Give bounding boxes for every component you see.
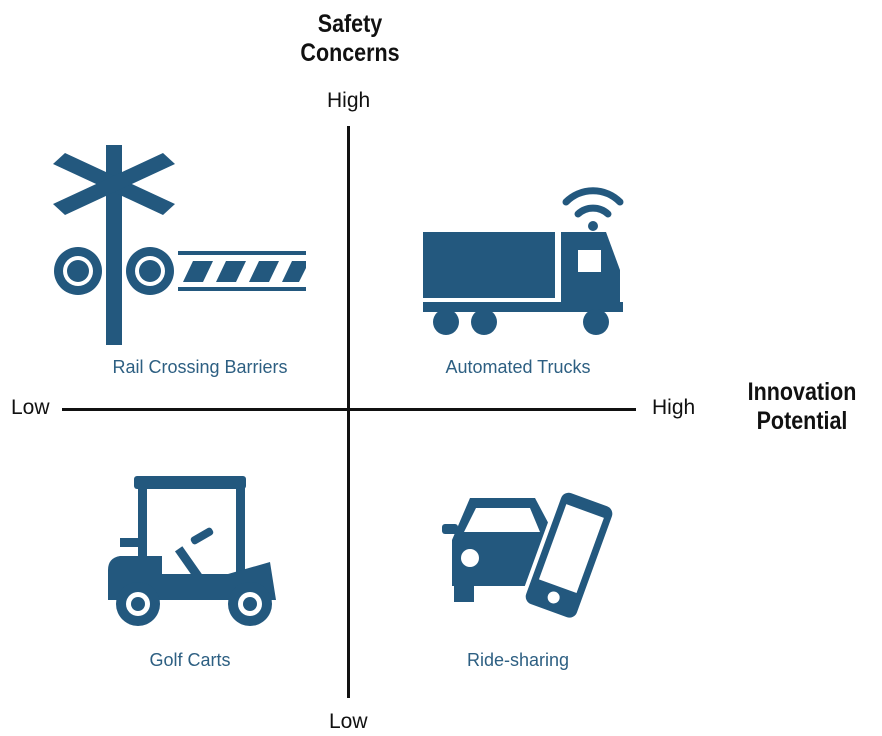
- x-axis-line: [62, 408, 636, 411]
- x-axis-title-line2: Potential: [756, 407, 848, 435]
- automated-truck-icon: [423, 187, 624, 335]
- y-axis-high-label: High: [327, 89, 371, 112]
- quadrant-label-ride-sharing: Ride-sharing: [466, 650, 570, 670]
- y-axis-title: Safety Concerns: [273, 10, 428, 68]
- x-axis-title-line1: Innovation: [747, 378, 857, 406]
- golf-cart-icon: [108, 476, 276, 626]
- quadrant-label-rail-crossing: Rail Crossing Barriers: [112, 357, 288, 377]
- y-axis-line: [347, 126, 350, 698]
- quadrant-label-automated-trucks: Automated Trucks: [445, 357, 591, 377]
- rail-crossing-icon: [53, 145, 306, 345]
- x-axis-low-label: Low: [11, 396, 50, 419]
- quadrant-label-golf-carts: Golf Carts: [149, 650, 231, 670]
- x-axis-title: Innovation Potential: [733, 378, 871, 436]
- y-axis-low-label: Low: [329, 710, 368, 733]
- y-axis-title-line1: Safety: [317, 10, 383, 38]
- y-axis-title-line2: Concerns: [300, 39, 400, 67]
- ride-sharing-icon: [442, 488, 617, 623]
- x-axis-high-label: High: [652, 396, 696, 419]
